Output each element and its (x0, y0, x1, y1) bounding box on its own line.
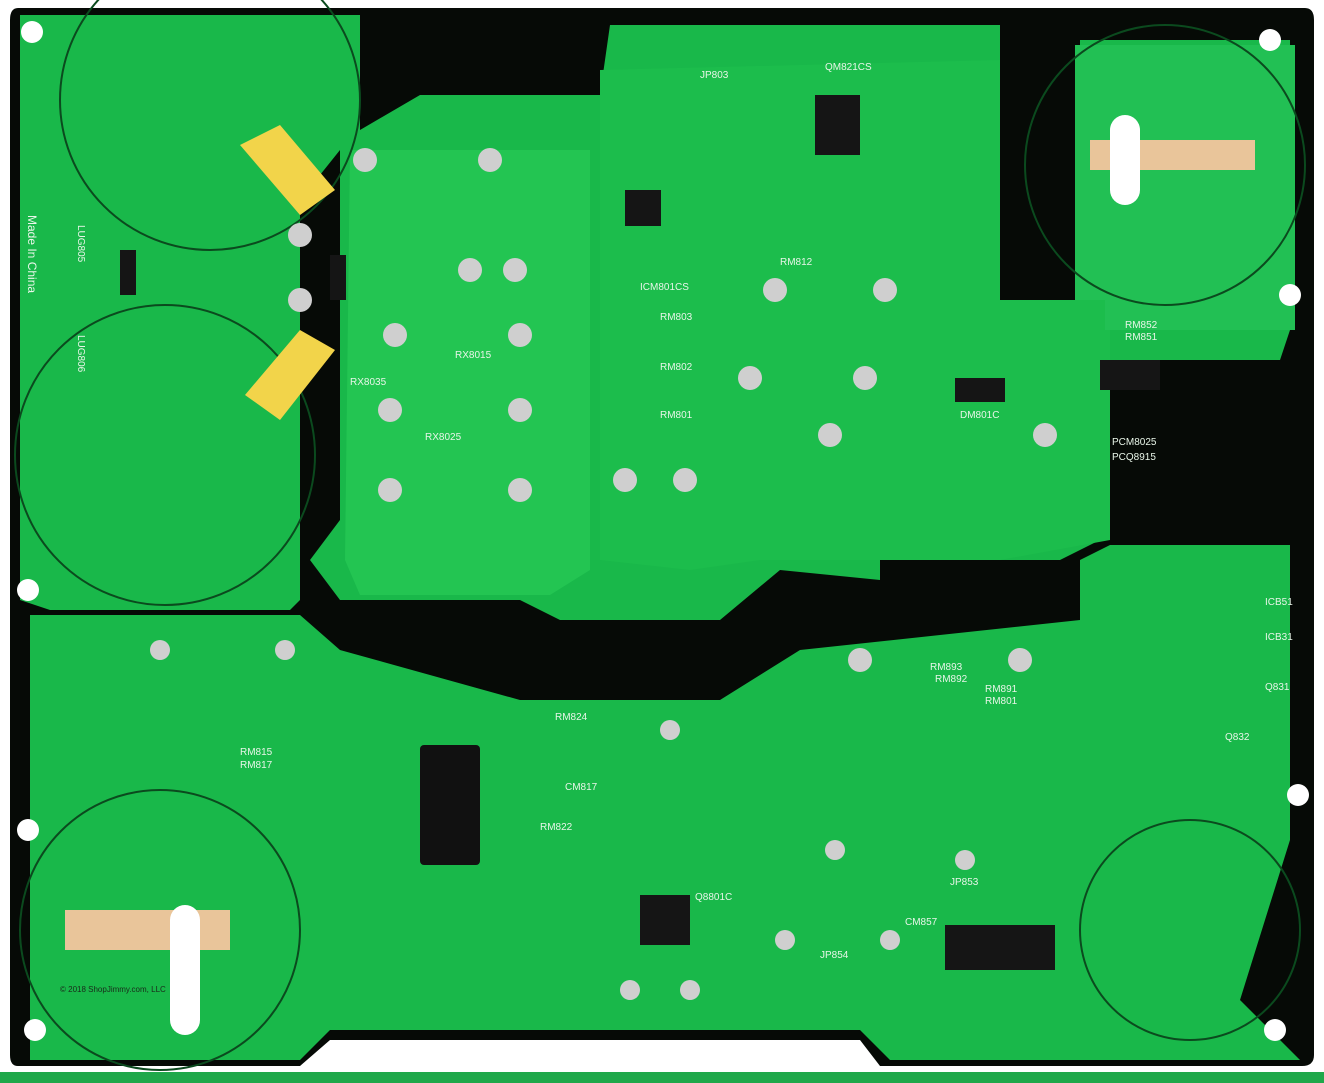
component (330, 255, 346, 300)
silk-label: ICB51 (1265, 597, 1293, 608)
silk-label: RM812 (780, 257, 813, 268)
made-in-label: Made In China (25, 215, 39, 293)
copyright-text: © 2018 ShopJimmy.com, LLC (60, 985, 166, 994)
cap-outline (1079, 819, 1301, 1041)
silk-label: Q832 (1225, 732, 1250, 743)
silk-label: RX8025 (425, 432, 462, 443)
silk-label: RM801 (985, 696, 1018, 707)
silk-label: RM891 (985, 684, 1018, 695)
silk-label: CM817 (565, 782, 598, 793)
silk-label: JP854 (820, 950, 849, 961)
transistor (815, 95, 860, 155)
cap-outline (19, 789, 301, 1071)
ic-chip (625, 190, 661, 226)
transistor (640, 895, 690, 945)
ic-chip (420, 745, 480, 865)
silk-label: RM801 (660, 410, 693, 421)
silk-label: LUG806 (75, 335, 86, 373)
component (120, 250, 136, 295)
connector (945, 925, 1055, 970)
cap-area-right (1075, 45, 1295, 330)
cap-outline (1024, 24, 1306, 306)
silk-label: JP803 (700, 70, 729, 81)
mounting-holes (17, 21, 1309, 1041)
silk-label: RM822 (540, 822, 573, 833)
silk-label: Q8801C (695, 892, 732, 903)
yellow-tape (245, 330, 335, 420)
bridge-area (345, 150, 590, 595)
bridge-rectifier (1100, 360, 1160, 390)
silk-label: RM824 (555, 712, 588, 723)
silk-label: ICB31 (1265, 632, 1293, 643)
diode (955, 378, 1005, 402)
bottom-strip (0, 1072, 1324, 1083)
silk-label: RM851 (1125, 332, 1158, 343)
silk-label: RM802 (660, 362, 693, 373)
cap-outline (14, 304, 316, 606)
pad-strip (65, 910, 230, 950)
slot (1110, 115, 1140, 205)
silk-label: RM892 (935, 674, 968, 685)
silk-label: PCM8025 (1112, 437, 1157, 448)
silk-label: RM803 (660, 312, 693, 323)
yellow-tape (240, 125, 335, 215)
silk-label: RM893 (930, 662, 963, 673)
silk-label: RM852 (1125, 320, 1158, 331)
upper-copper-right (600, 60, 1110, 570)
cap-outline (59, 0, 361, 251)
silk-label: RM815 (240, 747, 273, 758)
silk-label: RX8015 (455, 350, 492, 361)
silk-label: QM821CS (825, 62, 872, 73)
solder-pads (150, 148, 1057, 1000)
silk-label: ICM801CS (640, 282, 689, 293)
silk-label: RM817 (240, 760, 273, 771)
silk-label: JP853 (950, 877, 979, 888)
silk-label: RX8035 (350, 377, 387, 388)
silk-label: PCQ8915 (1112, 452, 1156, 463)
silk-label: LUG805 (75, 225, 86, 263)
silk-label: DM801C (960, 410, 999, 421)
silk-label: Q831 (1265, 682, 1290, 693)
slot (170, 905, 200, 1035)
silk-label: CM857 (905, 917, 938, 928)
